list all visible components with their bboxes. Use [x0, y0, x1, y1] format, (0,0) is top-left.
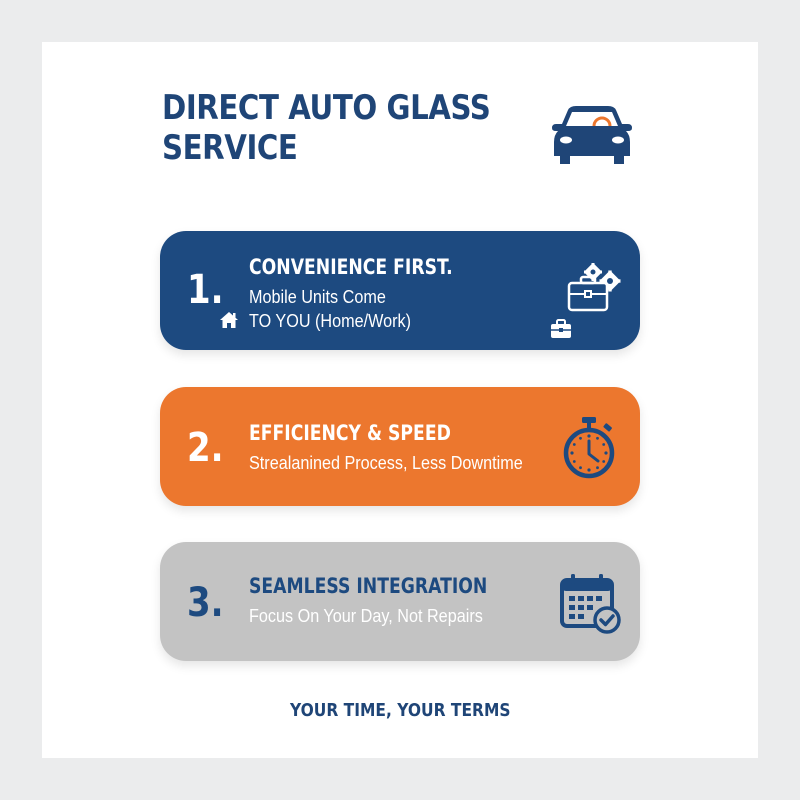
tagline-text: YOUR TIME, YOUR TERMS — [289, 700, 511, 721]
step-number: 1. — [187, 267, 224, 313]
feature-card-efficiency: 2. EFFICIENCY & SPEED Strealanined Proce… — [160, 387, 640, 506]
feature-heading: EFFICIENCY & SPEED — [249, 421, 451, 445]
feature-card-convenience: 1. CONVENIENCE FIRST. Mobile Units Come … — [160, 231, 640, 350]
stopwatch-icon — [563, 417, 615, 479]
feature-subtext-line-1: Mobile Units Come — [249, 287, 386, 307]
car-icon — [552, 106, 632, 164]
title-line-1: DIRECT AUTO GLASS — [162, 88, 491, 128]
small-briefcase-icon — [551, 319, 571, 338]
calendar-check-icon — [560, 574, 621, 634]
feature-card-integration: 3. SEAMLESS INTEGRATION Focus On Your Da… — [160, 542, 640, 661]
page-title: DIRECT AUTO GLASS SERVICE — [162, 88, 491, 168]
briefcase-gears-icon — [567, 263, 621, 312]
home-icon — [220, 312, 238, 328]
feature-subtext: Strealanined Process, Less Downtime — [249, 453, 523, 473]
tagline: YOUR TIME, YOUR TERMS — [0, 700, 800, 721]
title-line-2: SERVICE — [162, 128, 298, 168]
feature-heading: SEAMLESS INTEGRATION — [249, 574, 488, 598]
feature-subtext-line-2: TO YOU (Home/Work) — [249, 311, 412, 331]
step-number: 3. — [187, 580, 224, 626]
feature-heading: CONVENIENCE FIRST. — [249, 255, 453, 279]
feature-subtext: Focus On Your Day, Not Repairs — [249, 606, 483, 626]
step-number: 2. — [187, 425, 224, 471]
